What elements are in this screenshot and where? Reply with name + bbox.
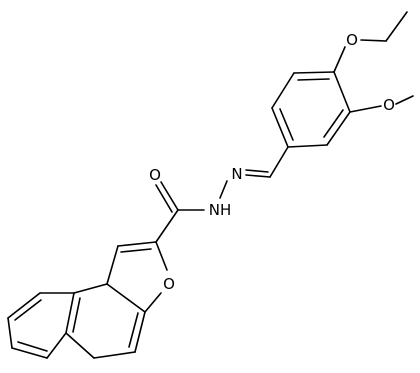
bond-c9b-c4-inner	[128, 312, 139, 348]
bond-ethyl-ch2-o	[360, 39, 387, 42]
bond-ring-c5-c6	[271, 72, 295, 109]
atom-label-o-ethoxy: O	[346, 31, 358, 49]
bond-c5a-c9a-inner	[72, 297, 81, 333]
bond-ring-c2-c3-inner	[323, 109, 344, 138]
bond-carbonyl-c-to-furan	[155, 209, 179, 243]
bond-n-nh	[219, 180, 228, 199]
atom-label-n-imine: N	[231, 165, 242, 183]
bond-ring-c3-o-methoxy	[349, 105, 382, 113]
bond-carbonyl-co-b	[155, 184, 173, 213]
bond-c4-c5	[93, 351, 136, 359]
bond-ethyl-cc	[385, 11, 408, 42]
bond-furan-c3-c3a	[106, 245, 119, 285]
bond-carbonyl-co-a	[160, 181, 179, 211]
bond-c8-c7	[7, 317, 13, 349]
bond-ring-c4-c5	[293, 71, 335, 74]
bond-furan-c2-o	[155, 241, 168, 271]
bond-c5-c5a	[65, 332, 95, 359]
bond-lines	[7, 11, 414, 359]
bond-furan-o-c9b	[144, 292, 162, 313]
bond-ring-c1-c2	[287, 144, 328, 148]
bond-ring-c4-c5-inner	[297, 78, 330, 81]
atom-label-nh: NH	[209, 201, 232, 219]
bond-c9-c8-inner	[14, 299, 42, 321]
bond-c9-c8	[7, 292, 41, 319]
bond-c7-c6-inner	[17, 341, 48, 352]
bond-c5a-c9a	[65, 292, 75, 334]
bond-ring-c6-c1	[271, 107, 289, 148]
bond-ring-c6-c1-inner	[279, 108, 294, 141]
bond-c9b-c4	[134, 311, 146, 353]
bond-furan-c2-c3	[117, 241, 157, 247]
atom-labels: O O N O NH O	[149, 31, 395, 293]
bond-ch-n-double-a	[245, 174, 271, 178]
bond-ring-to-ch	[269, 146, 289, 178]
bond-ring-c2-c3	[326, 111, 351, 146]
bond-c6-c5a	[46, 332, 67, 359]
atom-label-o-carbonyl: O	[149, 166, 161, 184]
bond-ch-n-double-b	[245, 169, 269, 173]
bond-furan-c2-c3-inner	[120, 248, 152, 253]
bond-ring-c3-c4	[333, 71, 351, 113]
bond-o-ring-c4	[333, 46, 346, 73]
atom-label-o-methoxy: O	[383, 96, 395, 114]
atom-label-o-furan: O	[163, 275, 175, 293]
bond-c3a-c9b	[106, 283, 146, 313]
bond-methoxy-o-ch3	[395, 95, 414, 105]
bond-c7-c6	[11, 347, 48, 359]
bond-c9a-c3a	[73, 283, 108, 294]
